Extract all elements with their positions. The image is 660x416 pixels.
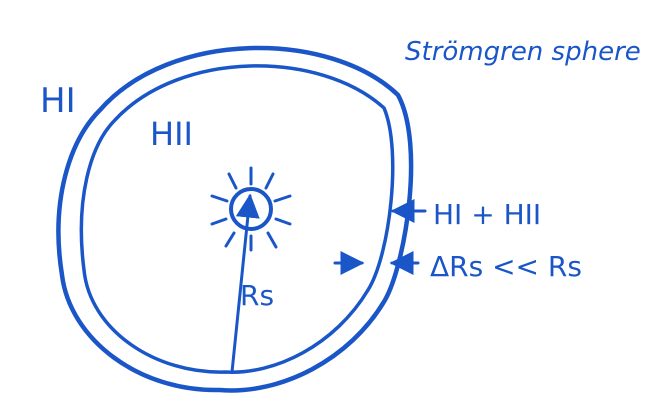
shell-label: HI + HII xyxy=(433,198,541,231)
outer-shell-boundary xyxy=(56,45,414,393)
inner-shell-boundary xyxy=(79,64,395,374)
star-rays xyxy=(210,166,292,252)
radius-arrow xyxy=(230,193,260,374)
star-icon xyxy=(210,166,292,252)
diagram-title: Strömgren sphere xyxy=(405,37,641,67)
thickness-relation-label: ΔRs << Rs xyxy=(430,250,582,283)
inner-region-label: HII xyxy=(150,115,193,153)
outer-region-label: HI xyxy=(40,81,76,121)
radius-label: Rs xyxy=(240,279,274,312)
star-disk xyxy=(229,187,273,231)
